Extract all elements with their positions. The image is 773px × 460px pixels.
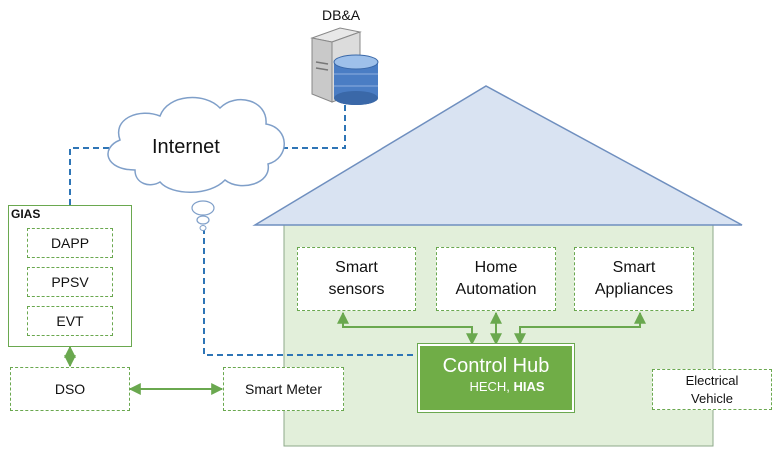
dso-box[interactable]: DSO bbox=[10, 367, 130, 411]
internet-label: Internet bbox=[152, 136, 220, 158]
control-hub-subtitle: HECH, HIAS bbox=[469, 378, 544, 396]
smart-sensors-line2: sensors bbox=[328, 281, 385, 298]
control-hub-subtitle-prefix: HECH, bbox=[469, 379, 514, 394]
house-roof bbox=[252, 85, 743, 226]
link-cloud-db bbox=[262, 100, 346, 149]
smart-sensors-box[interactable]: Smart sensors bbox=[297, 247, 416, 311]
gias-module-dapp[interactable]: DAPP bbox=[27, 228, 113, 258]
ev-line1: Electrical bbox=[685, 372, 739, 388]
smart-appliances-line2: Appliances bbox=[594, 281, 674, 298]
smart-appliances-box[interactable]: Smart Appliances bbox=[574, 247, 694, 311]
electrical-vehicle-box[interactable]: Electrical Vehicle bbox=[652, 369, 772, 410]
ev-line2: Vehicle bbox=[691, 390, 733, 406]
home-automation-line2: Automation bbox=[455, 281, 537, 298]
control-hub-title: Control Hub bbox=[442, 355, 550, 377]
smart-appliances-line1: Smart bbox=[612, 259, 656, 276]
link-cloud-hub bbox=[203, 228, 418, 356]
database-server-icon bbox=[310, 27, 379, 105]
link-hub-appliances bbox=[514, 311, 646, 346]
control-hub-subtitle-bold: HIAS bbox=[513, 379, 545, 394]
gias-module-ppsv[interactable]: PPSV bbox=[27, 267, 113, 297]
link-hub-sensors bbox=[337, 311, 478, 346]
control-hub-box[interactable]: Control Hub HECH, HIAS bbox=[417, 343, 575, 413]
cloud-icon bbox=[107, 96, 285, 231]
gias-module-evt[interactable]: EVT bbox=[27, 306, 113, 336]
smart-meter-box[interactable]: Smart Meter bbox=[223, 367, 344, 411]
home-automation-line1: Home bbox=[474, 259, 518, 276]
home-automation-box[interactable]: Home Automation bbox=[436, 247, 556, 311]
gias-title: GIAS bbox=[11, 207, 41, 221]
smart-sensors-line1: Smart bbox=[335, 259, 378, 276]
database-label: DB&A bbox=[322, 7, 361, 23]
